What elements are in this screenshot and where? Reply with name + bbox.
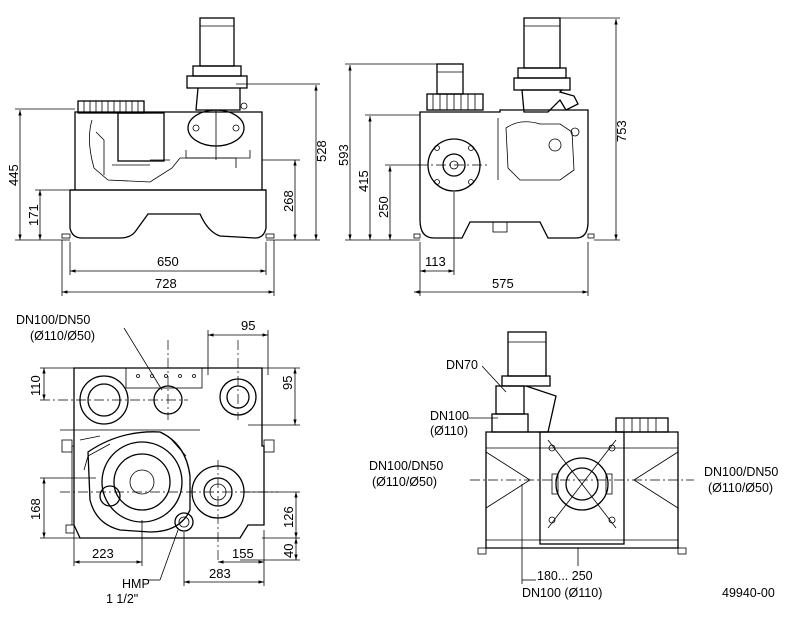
- front-pipe-top: [199, 17, 235, 67]
- dim-575: 575: [492, 276, 514, 291]
- dim-155: 155: [232, 546, 254, 561]
- hmp-label-2: 1 1/2": [106, 592, 138, 606]
- dim-40: 40: [281, 544, 296, 558]
- dim-593: 593: [336, 144, 351, 166]
- hmp-label-1: HMP: [122, 577, 150, 591]
- top-inlet-label-1: DN100/DN50: [16, 313, 90, 327]
- front-lid-grille: [77, 100, 145, 114]
- side-vent-cap: [426, 93, 484, 111]
- dim-250: 250: [376, 196, 391, 218]
- side-vent-pipe: [436, 63, 464, 95]
- top-view: DN100/DN50 (Ø110/Ø50) 95 95 110 168 126 …: [16, 313, 300, 606]
- dim-223: 223: [92, 546, 114, 561]
- label-left-dn-1: DN100/DN50: [369, 459, 443, 473]
- dim-168: 168: [28, 498, 43, 520]
- front-view: 445 171 528 268 650 728: [6, 17, 329, 296]
- front-tank-base: [69, 189, 267, 239]
- front-motor: [117, 112, 165, 162]
- dim-528: 528: [314, 140, 329, 162]
- side-pipe-top: [523, 17, 561, 69]
- side-view: 593 415 250 753 113 575: [336, 17, 629, 296]
- dim-650: 650: [157, 254, 179, 269]
- dim-113: 113: [425, 254, 446, 269]
- dim-126: 126: [281, 506, 296, 528]
- dim-171: 171: [26, 204, 41, 226]
- rear-pipe-top: [507, 331, 547, 377]
- dim-95-top: 95: [241, 318, 255, 333]
- dim-110: 110: [28, 375, 43, 396]
- dim-753: 753: [614, 120, 629, 142]
- label-left-dn-2: (Ø110/Ø50): [372, 475, 437, 489]
- label-dn100-1: DN100: [430, 409, 469, 423]
- top-pump-housing: [87, 431, 191, 533]
- front-tank-body: [74, 111, 263, 190]
- label-right-dn-2: (Ø110/Ø50): [708, 481, 773, 495]
- label-dn100-2: (Ø110): [430, 424, 468, 438]
- rear-vent-pipe: [495, 385, 525, 415]
- dim-268: 268: [281, 190, 296, 212]
- rear-lid-grille: [615, 417, 669, 433]
- side-tank-body: [419, 109, 589, 239]
- dim-95-right: 95: [280, 376, 295, 390]
- top-inlet-label-2: (Ø110/Ø50): [30, 329, 95, 343]
- dim-415: 415: [356, 170, 371, 192]
- top-tank-outline: [73, 367, 265, 539]
- rear-center-panel: [539, 431, 625, 545]
- top-grille: [125, 367, 203, 389]
- rear-view: DN70 DN100 (Ø110) DN100/DN50 (Ø110/Ø50) …: [369, 331, 778, 600]
- label-bottom-dn: DN100 (Ø110): [522, 586, 602, 600]
- dim-728: 728: [155, 276, 177, 291]
- label-dn70: DN70: [446, 358, 478, 372]
- dim-283: 283: [209, 566, 231, 581]
- dim-445: 445: [6, 164, 21, 186]
- label-right-dn-1: DN100/DN50: [704, 465, 778, 479]
- top-hmp-port: [174, 512, 194, 532]
- dim-range: 180... 250: [537, 569, 593, 583]
- drawing-number: 49940-00: [722, 586, 775, 600]
